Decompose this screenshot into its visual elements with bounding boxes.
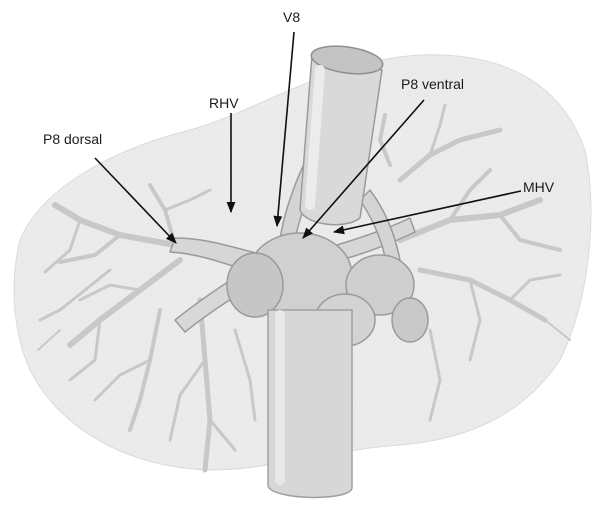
inferior-vena-cava-lower — [268, 310, 352, 497]
label-p8-ventral: P8 ventral — [401, 77, 464, 91]
label-rhv: RHV — [209, 96, 239, 110]
label-p8-dorsal: P8 dorsal — [43, 132, 102, 146]
label-mhv: MHV — [523, 180, 554, 194]
label-v8: V8 — [283, 10, 300, 24]
